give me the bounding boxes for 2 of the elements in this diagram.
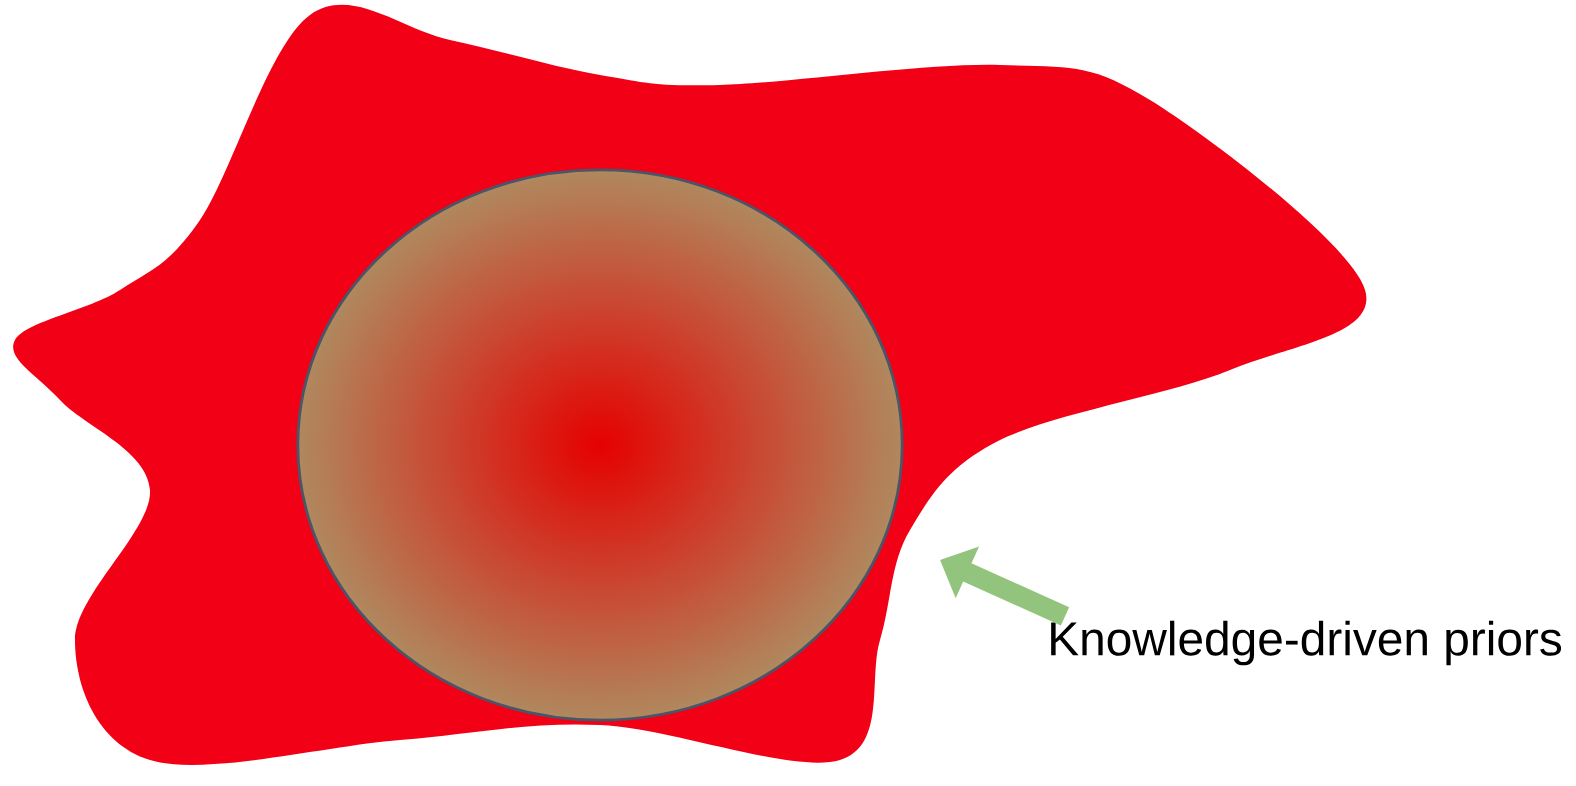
nucleus-ellipse (296, 168, 904, 722)
label-text: Knowledge-driven priors (1051, 620, 1562, 666)
